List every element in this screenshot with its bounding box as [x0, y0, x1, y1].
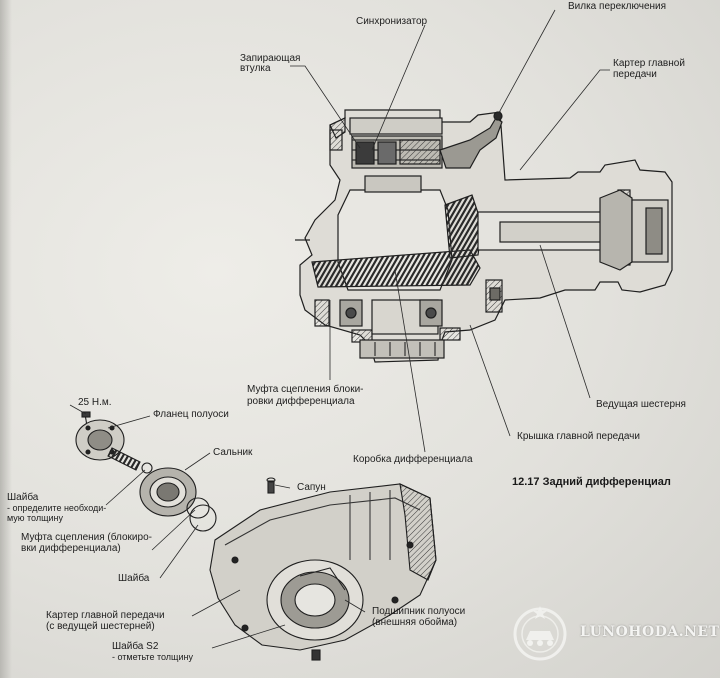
- label-lock-sleeve-line1: Запирающая: [240, 53, 301, 64]
- leader-lines-upper: [290, 9, 610, 453]
- label-shift-fork: Вилка переключения: [568, 1, 667, 12]
- label-bearing-line2: (внешняя обойма): [372, 617, 458, 628]
- watermark-text: LUNOHODA.NET: [580, 624, 720, 640]
- label-washer-s2-line1: Шайба S2: [112, 641, 159, 652]
- label-axle-flange: Фланец полуоси: [153, 409, 229, 420]
- label-drive-gear: Ведущая шестерня: [596, 399, 686, 410]
- label-lock-sleeve-line2: втулка: [240, 63, 271, 74]
- leader-lines-lower: [69, 404, 366, 649]
- watermark: LUNOHODA.NET: [500, 598, 720, 668]
- label-coupling-lower-line2: вки дифференциала): [21, 543, 121, 554]
- cross-section-drawing: [295, 109, 673, 363]
- label-washer-define-line1: Шайба: [7, 492, 39, 503]
- label-oil-seal: Сальник: [213, 447, 253, 458]
- exploded-view-drawing: [75, 411, 437, 661]
- label-washer: Шайба: [118, 573, 150, 584]
- page-edge-shadow: [0, 0, 12, 678]
- label-housing-lower-line2: (с ведущей шестерней): [46, 621, 155, 632]
- label-bearing-line1: Подшипник полуоси: [372, 606, 466, 617]
- label-differential-box: Коробка дифференциала: [353, 454, 473, 465]
- label-coupling-lower-line1: Муфта сцепления (блокиро-: [21, 532, 152, 543]
- label-washer-define-line2: - определите необходи-: [7, 503, 107, 513]
- label-main-gear-cover: Крышка главной передачи: [517, 431, 640, 442]
- label-main-gear-housing-line2: передачи: [613, 69, 657, 80]
- label-washer-define-line3: мую толщину: [7, 513, 64, 523]
- label-synchronizer: Синхронизатор: [356, 16, 428, 27]
- label-housing-lower-line1: Картер главной передачи: [46, 610, 165, 621]
- label-coupling-line1: Муфта сцепления блоки-: [247, 384, 364, 395]
- label-torque: 25 Н.м.: [78, 397, 112, 408]
- label-washer-s2-line2: - отметьте толщину: [112, 652, 193, 662]
- lunokhod-logo-icon: [513, 606, 567, 661]
- label-main-gear-housing-line1: Картер главной: [613, 58, 685, 69]
- label-breather: Сапун: [297, 482, 326, 493]
- figure-caption: 12.17 Задний дифференциал: [512, 476, 671, 488]
- label-coupling-line2: ровки дифференциала: [247, 396, 355, 407]
